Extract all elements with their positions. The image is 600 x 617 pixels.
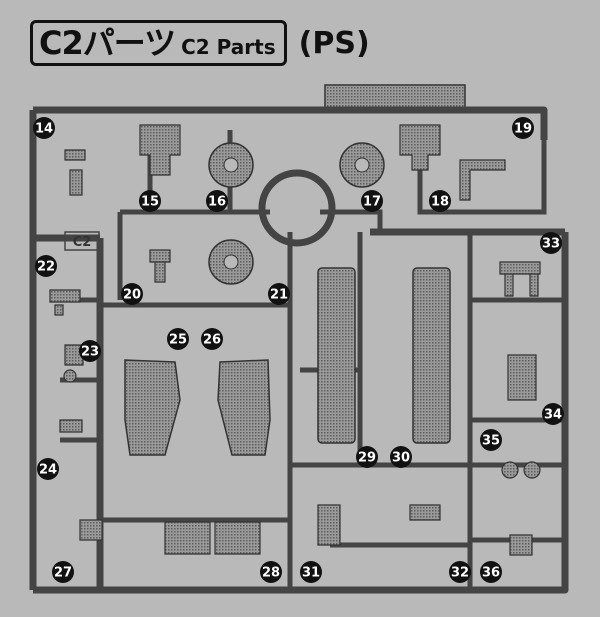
- sprue-tab: [324, 84, 466, 110]
- part-number-27: 27: [52, 561, 74, 583]
- part-number-label: 17: [363, 195, 381, 210]
- part-number-36: 36: [480, 561, 502, 583]
- disc-part-17: [339, 142, 385, 188]
- small-parts: [49, 124, 541, 556]
- part-number-23: 23: [79, 340, 101, 362]
- part-number-18: 18: [429, 190, 451, 212]
- part-number-label: 32: [451, 566, 469, 581]
- part-number-label: 27: [54, 566, 72, 581]
- part-number-label: 22: [37, 260, 55, 275]
- part-number-30: 30: [390, 446, 412, 468]
- part-number-label: 20: [123, 288, 141, 303]
- material-label: (PS): [298, 25, 370, 61]
- part-number-35: 35: [480, 429, 502, 451]
- part-26-body: [217, 359, 271, 456]
- part-number-17: 17: [361, 190, 383, 212]
- part-number-label: 28: [262, 566, 280, 581]
- part-number-label: 25: [169, 333, 187, 348]
- part-number-label: 23: [81, 345, 99, 360]
- part-number-label: 33: [542, 237, 560, 252]
- sprue-frame: [29, 106, 569, 594]
- part-number-14: 14: [33, 117, 55, 139]
- part-number-20: 20: [121, 283, 143, 305]
- part-number-32: 32: [449, 561, 471, 583]
- part-number-label: 24: [39, 463, 57, 478]
- sheet-header: C2パーツ C2 Parts (PS): [30, 20, 370, 66]
- large-parts: [124, 267, 451, 456]
- part-number-26: 26: [201, 328, 223, 350]
- page-title: C2パーツ: [39, 24, 176, 62]
- part-number-label: 34: [544, 408, 562, 423]
- part-29-body: [317, 267, 356, 444]
- disc-part-21: [208, 239, 254, 285]
- part-number-28: 28: [260, 561, 282, 583]
- part-number-label: 14: [35, 122, 53, 137]
- part-number-badges: 14 15 16 17 18 19 20 21 22 23 24 25 26 27 28 29 30 31 32 33…: [33, 117, 564, 583]
- disc-part-16: [208, 142, 254, 188]
- part-number-label: 21: [270, 288, 288, 303]
- part-number-22: 22: [35, 255, 57, 277]
- part-number-label: 36: [482, 566, 500, 581]
- part-number-label: 15: [141, 195, 159, 210]
- frame-mark: C2: [73, 235, 92, 250]
- part-number-34: 34: [542, 403, 564, 425]
- part-25-body: [124, 359, 181, 456]
- part-number-label: 19: [514, 122, 532, 137]
- part-number-25: 25: [167, 328, 189, 350]
- title-box: C2パーツ C2 Parts: [30, 20, 287, 66]
- sprue-ring: [258, 169, 336, 247]
- part-number-15: 15: [139, 190, 161, 212]
- part-number-label: 30: [392, 451, 410, 466]
- part-number-24: 24: [37, 458, 59, 480]
- part-number-label: 16: [208, 195, 226, 210]
- part-30-body: [412, 267, 451, 444]
- frame-mark-box: [64, 231, 100, 251]
- part-number-19: 19: [512, 117, 534, 139]
- part-number-31: 31: [300, 561, 322, 583]
- part-number-21: 21: [268, 283, 290, 305]
- part-number-label: 26: [203, 333, 221, 348]
- part-number-16: 16: [206, 190, 228, 212]
- part-number-label: 31: [302, 566, 320, 581]
- part-number-29: 29: [356, 446, 378, 468]
- part-number-33: 33: [540, 232, 562, 254]
- part-number-label: 35: [482, 434, 500, 449]
- page-subtitle: C2 Parts: [181, 35, 276, 59]
- part-number-label: 18: [431, 195, 449, 210]
- part-number-label: 29: [358, 451, 376, 466]
